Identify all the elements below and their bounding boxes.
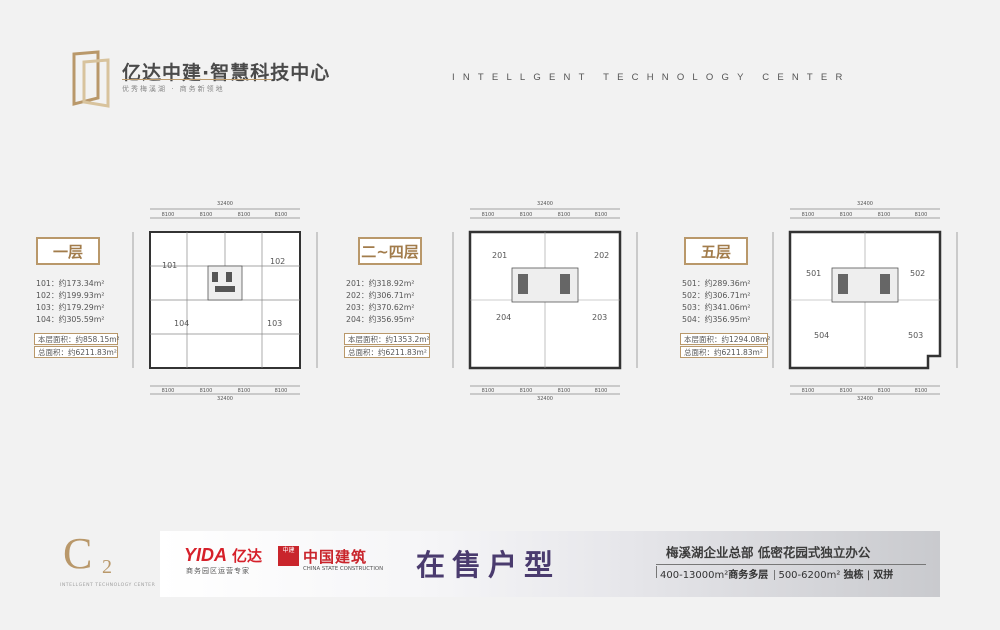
svg-text:32400: 32400 (217, 396, 233, 402)
floor-2-4-area-list: 201：约318.92m² 202：约306.71m² 203：约370.62m… (346, 278, 414, 326)
sale-title: 在售户型 (416, 548, 561, 582)
svg-text:8100: 8100 (200, 388, 213, 394)
floor-5-floor-total: 本层面积：约1294.08m² (680, 333, 770, 345)
area-item: 203：约370.62m² (346, 303, 415, 312)
area-item: 204：约356.95m² (346, 315, 415, 324)
svg-text:8100: 8100 (915, 212, 928, 218)
svg-text:8100: 8100 (595, 212, 608, 218)
unit-label: 103 (267, 319, 282, 328)
svg-text:8100: 8100 (238, 388, 251, 394)
area-item: 502：约306.71m² (682, 291, 751, 300)
svg-text:8100: 8100 (275, 388, 288, 394)
yida-logo: YIDA (184, 545, 228, 565)
floor-2-4-total: 总面积：约6211.83m² (344, 346, 430, 358)
separator (656, 566, 657, 578)
tagline-divider (656, 564, 926, 565)
floor-1-total: 总面积：约6211.83m² (34, 346, 118, 358)
floor-plan-5: 501 502 503 504 32400 32400 8100 8100 8100… (772, 201, 958, 402)
area-item: 501：约289.36m² (682, 279, 751, 288)
unit-label: 204 (496, 313, 511, 322)
area-item: 103：约179.29m² (36, 303, 105, 312)
floor-plan-1: 101 102 103 104 32400 32400 8100 8100 8100… (132, 201, 318, 402)
floor-5-total: 总面积：约6211.83m² (680, 346, 768, 358)
svg-text:32400: 32400 (537, 201, 553, 207)
svg-text:32400: 32400 (537, 396, 553, 402)
brand-logo-icon (72, 50, 110, 108)
unit-label: 201 (492, 251, 507, 260)
area-item: 102：约199.93m² (36, 291, 105, 300)
unit-label: 203 (592, 313, 607, 322)
svg-text:8100: 8100 (558, 212, 571, 218)
floor-1-area-list: 101：约173.34m² 102：约199.93m² 103：约179.29m… (36, 278, 104, 326)
svg-text:32400: 32400 (857, 201, 873, 207)
svg-text:8100: 8100 (162, 388, 175, 394)
brand-subtitle: 优秀梅溪湖 · 商务新领地 (122, 85, 225, 93)
floor-tag-5: 五层 (684, 237, 748, 265)
unit-label: 504 (814, 331, 829, 340)
svg-text:8100: 8100 (840, 388, 853, 394)
unit-label: 502 (910, 269, 925, 278)
unit-label: 102 (270, 257, 285, 266)
cscec-name: 中国建筑 (303, 548, 368, 566)
svg-text:8100: 8100 (520, 212, 533, 218)
svg-text:8100: 8100 (162, 212, 175, 218)
svg-text:8100: 8100 (200, 212, 213, 218)
header-divider (122, 79, 272, 80)
svg-text:8100: 8100 (482, 388, 495, 394)
unit-label: 104 (174, 319, 189, 328)
floor-tag-2-4: 二~四层 (358, 237, 422, 265)
tagline-sizes: 400-13000m²商务多层 500-6200m² 独栋 | 双拼 (660, 570, 894, 581)
floor-2-4-floor-total: 本层面积：约1353.2m² (344, 333, 430, 345)
unit-label: 503 (908, 331, 923, 340)
building-code-letter: C (63, 529, 93, 578)
area-item: 504：约356.95m² (682, 315, 751, 324)
yida-name: 亿达 (232, 547, 263, 565)
svg-text:8100: 8100 (802, 212, 815, 218)
area-item: 104：约305.59m² (36, 315, 105, 324)
unit-label: 101 (162, 261, 177, 270)
tagline: 梅溪湖企业总部 低密花园式独立办公 (666, 545, 871, 560)
svg-text:8100: 8100 (482, 212, 495, 218)
svg-text:8100: 8100 (275, 212, 288, 218)
area-item: 202：约306.71m² (346, 291, 415, 300)
area-item: 101：约173.34m² (36, 279, 105, 288)
floor-1-floor-total: 本层面积：约858.15m² (34, 333, 120, 345)
svg-text:8100: 8100 (595, 388, 608, 394)
svg-text:8100: 8100 (878, 212, 891, 218)
svg-text:32400: 32400 (857, 396, 873, 402)
building-code-number: 2 (102, 556, 112, 578)
floor-5-area-list: 501：约289.36m² 502：约306.71m² 503：约341.06m… (682, 278, 750, 326)
yida-slogan: 商务园区运营专家 (186, 567, 250, 575)
unit-label: 202 (594, 251, 609, 260)
svg-text:8100: 8100 (558, 388, 571, 394)
area-item: 503：约341.06m² (682, 303, 751, 312)
floor-tag-1: 一层 (36, 237, 100, 265)
building-code-subtitle: INTELLGENT TECHNOLOGY CENTER (60, 583, 156, 588)
svg-text:32400: 32400 (217, 201, 233, 207)
cscec-english-name: CHINA STATE CONSTRUCTION (303, 566, 384, 572)
brand-title: 亿达中建·智慧科技中心 (122, 62, 331, 84)
svg-text:8100: 8100 (520, 388, 533, 394)
cscec-logo-icon: 中建 (278, 546, 299, 566)
svg-text:8100: 8100 (878, 388, 891, 394)
unit-label: 501 (806, 269, 821, 278)
svg-text:8100: 8100 (802, 388, 815, 394)
english-title: INTELLGENT TECHNOLOGY CENTER (452, 72, 851, 83)
svg-text:8100: 8100 (840, 212, 853, 218)
svg-text:8100: 8100 (238, 212, 251, 218)
area-item: 201：约318.92m² (346, 279, 415, 288)
svg-text:8100: 8100 (915, 388, 928, 394)
floor-plan-2-4: 201 202 203 204 32400 32400 8100 8100 8100… (452, 201, 638, 402)
